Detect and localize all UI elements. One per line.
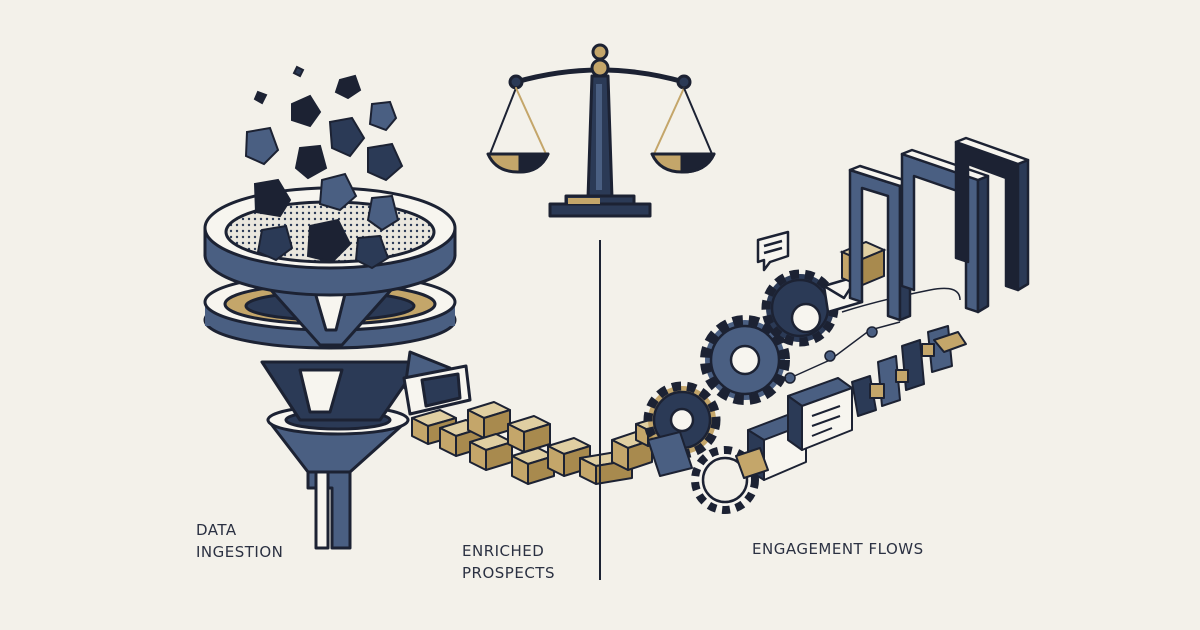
scale-icon [486,43,716,218]
label-enriched-prospects: ENRICHED PROSPECTS [462,540,555,584]
block-icon [511,447,555,485]
gateway-icon [954,136,1030,292]
chat-bubble-icon [756,230,790,272]
gear-icon [761,269,839,347]
block-icon [467,401,511,439]
flow-nodes [784,326,878,384]
label-data-ingestion: DATA INGESTION [196,519,283,563]
label-engagement-flows: ENGAGEMENT FLOWS [752,538,924,560]
gear-icon [700,315,790,405]
raw-data-rocks [244,65,404,270]
block-icon [507,415,551,453]
label-line: ENRICHED [462,542,545,560]
label-line: ENGAGEMENT FLOWS [752,540,924,558]
engagement-conveyor [647,325,967,481]
block-icon [469,433,513,471]
enriched-prospect-blocks [411,401,669,485]
label-line: DATA [196,521,237,539]
label-line: INGESTION [196,543,284,561]
label-line: PROSPECTS [462,564,555,582]
